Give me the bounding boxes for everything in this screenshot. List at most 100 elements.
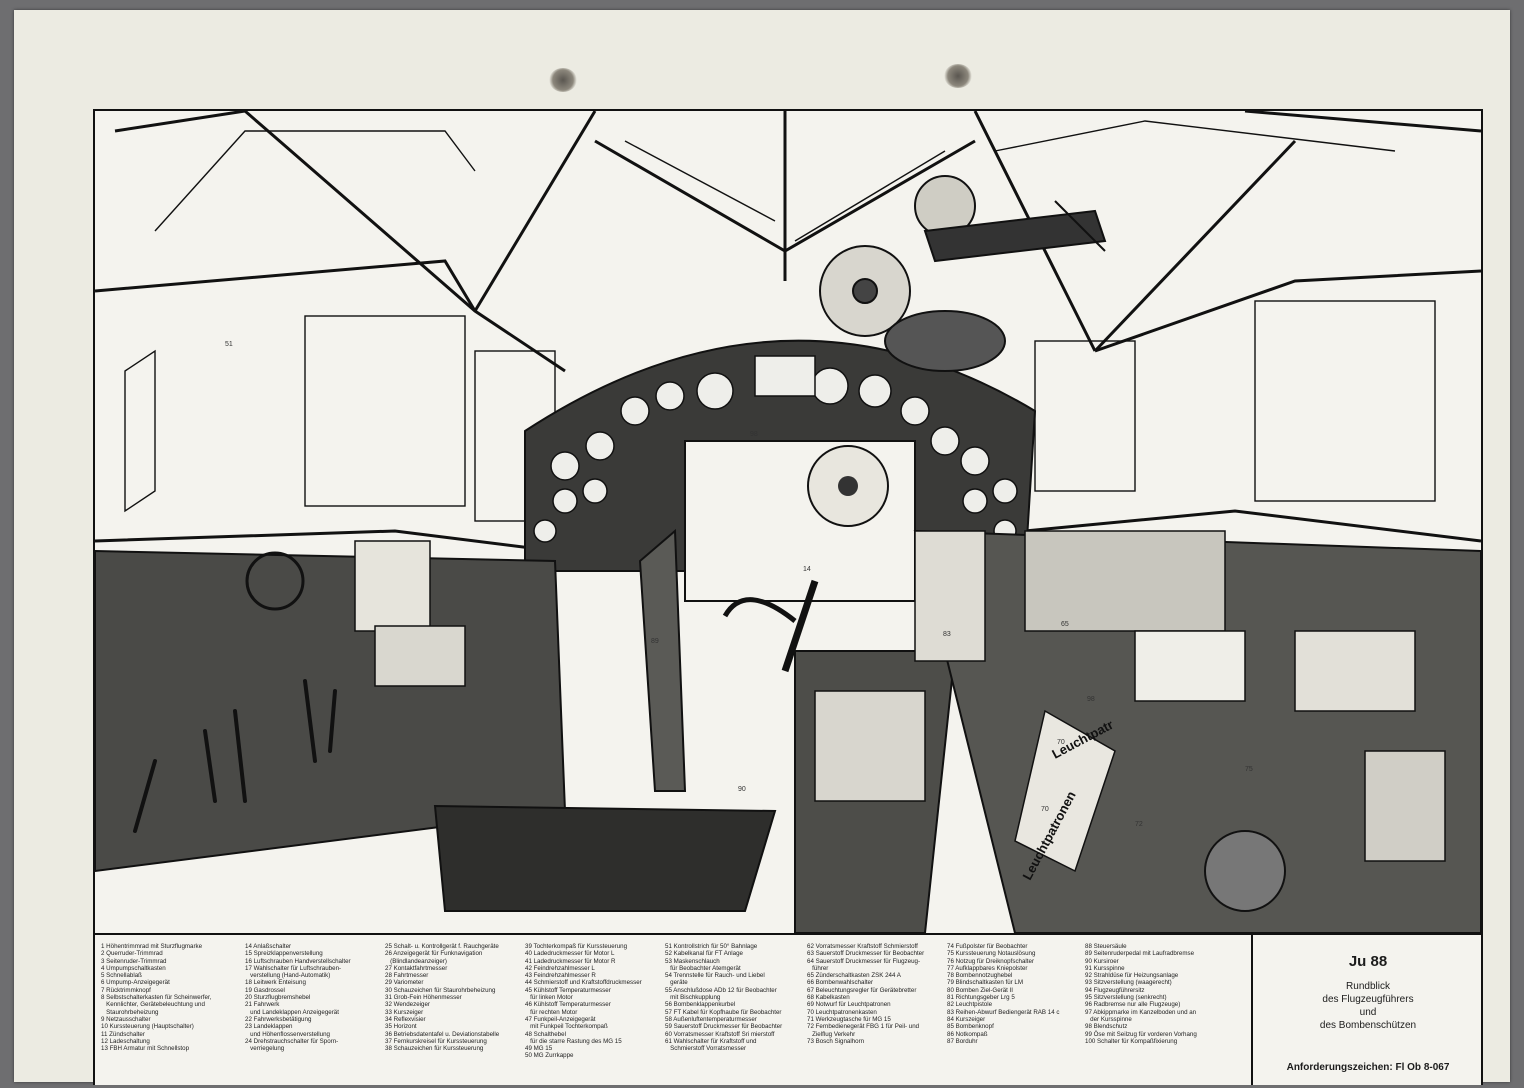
legend-item: 4 Umpumpschaltkasten <box>101 964 166 972</box>
legend-item: 21 Fahrwerk <box>245 1001 280 1009</box>
legend-item: 54 Trennstelle für Rauch- und Liebel <box>665 972 765 980</box>
legend-item: 11 Zündschalter <box>101 1030 145 1038</box>
label-70b: 70 <box>1041 806 1049 813</box>
legend-item: 81 Richtungsgeber Lrg 5 <box>947 994 1015 1002</box>
legend-item: 47 Funkpeil-Anzeigegerät <box>525 1015 596 1023</box>
legend-item: 28 Fahrtmesser <box>385 972 429 980</box>
label-65: 65 <box>1061 621 1069 628</box>
legend-item: 72 Fernbedienegerät FBG 1 für Peil- und <box>807 1023 920 1031</box>
legend-item: 71 Werkzeugtasche für MG 15 <box>807 1015 891 1023</box>
legend-item: verstellung (Hand-Automatik) <box>245 972 331 980</box>
legend-item: 15 Spreizklappenverstellung <box>245 950 323 958</box>
legend-item: für die starre Rastung des MG 15 <box>525 1037 622 1045</box>
label-98b: 98 <box>1087 696 1095 703</box>
legend-item: 45 Kühlstoff Temperaturmesser <box>525 986 611 994</box>
drawing-frame: 51 98 14 89 83 65 98 70 Leuchtpatr 70 Le… <box>93 109 1483 1085</box>
legend-item: verriegelung <box>245 1045 285 1053</box>
legend-item: für Beobachter Atemgerät <box>665 964 741 972</box>
legend-item: für rechten Motor <box>525 1008 578 1016</box>
legend-item: 40 Ladedruckmesser für Motor L <box>525 950 615 958</box>
legend-item: 16 Luftschrauben Handverstellschalter <box>245 957 351 965</box>
subtitle-line: Rundblick <box>1346 981 1390 992</box>
subtitle-line: und <box>1359 1007 1377 1018</box>
legend-item: 90 Kursiroer <box>1085 957 1119 965</box>
subtitle-line: des Bombenschützen <box>1319 1020 1417 1031</box>
legend-item: 42 Feindrehzahlmesser L <box>525 964 595 972</box>
legend-item: 95 Sitzverstellung (senkrecht) <box>1085 994 1167 1002</box>
legend-item: 80 Bomben Ziel-Gerät II <box>947 986 1014 994</box>
legend-item: Kennlichter, Gerätebeleuchtung und <box>101 1001 205 1009</box>
legend-item: 99 Öse mit Seilzug für vorderen Vorhang <box>1085 1030 1197 1038</box>
legend-column-6: 62 Vorratsmesser Kraftstoff Schmierstoff… <box>807 943 943 1045</box>
legend-item: 13 FBH Armatur mit Schnellstop <box>101 1045 190 1053</box>
legend-item: 6 Umpump-Anzeigegerät <box>101 979 170 987</box>
legend-item: 36 Betriebsdatentafel u. Deviationstabel… <box>385 1030 500 1038</box>
legend-item: 87 Borduhr <box>947 1037 978 1045</box>
legend-item: 3 Seitenruder-Trimmrad <box>101 957 167 965</box>
legend-item: mit Funkpeil Tochterkompaß <box>525 1023 608 1031</box>
legend-item: 43 Feindrehzahlmesser R <box>525 972 596 980</box>
cockpit-illustration: 51 98 14 89 83 65 98 70 Leuchtpatr 70 Le… <box>95 111 1481 933</box>
legend-item: 89 Seitenruderpedal mit Laufradbremse <box>1085 950 1195 958</box>
legend-item: 96 Radbremse nur alle Flugzeuge) <box>1085 1001 1181 1009</box>
legend-item: 76 Notzug für Dreiknopfschalter <box>947 957 1035 965</box>
legend-item: 91 Kursspinne <box>1085 964 1125 972</box>
order-code: Anforderungszeichen: Fl Ob 8-067 <box>1286 1062 1450 1073</box>
legend-item: 93 Sitzverstellung (waagerecht) <box>1085 979 1172 987</box>
legend-item: 35 Horizont <box>385 1023 417 1031</box>
legend-item: 50 MG Zurrkappe <box>525 1052 574 1060</box>
label-98: 98 <box>750 431 758 438</box>
legend-item: 84 Kurszeiger <box>947 1015 986 1023</box>
tape-mark <box>549 68 577 92</box>
legend-item: 30 Schauzeichen für Staurohrbeheizung <box>385 986 496 994</box>
document-title: Ju 88 <box>1348 953 1388 970</box>
document-subtitle: Rundblick des Flugzeugführers und des Bo… <box>1253 980 1483 1032</box>
label-51: 51 <box>225 341 233 348</box>
legend-item: 51 Kontrollstrich für 50° Bahnlage <box>665 943 758 950</box>
legend-item: 58 Außenluftentemperaturmesser <box>665 1015 757 1023</box>
legend-item: 86 Notkompaß <box>947 1030 988 1038</box>
legend-item: 48 Schalthebel <box>525 1030 566 1038</box>
legend-item: 26 Anzeigegerät für Funknavigation <box>385 950 483 958</box>
legend-item: 74 Fußpolster für Beobachter <box>947 943 1028 950</box>
legend-item: 14 Anlaßschalter <box>245 943 292 950</box>
legend-item: 32 Wendezeiger <box>385 1001 430 1009</box>
legend-item: 94 Flugzeugführersitz <box>1085 986 1145 994</box>
legend-item: 12 Ladeschaltung <box>101 1037 150 1045</box>
legend-item: und Landeklappen Anzeigegerät <box>245 1008 339 1016</box>
legend-item: 46 Kühlstoff Temperaturmesser <box>525 1001 611 1009</box>
legend-item: 22 Fahrwerksbetätigung <box>245 1015 312 1023</box>
legend-item: geräte <box>665 979 688 987</box>
legend-item: 68 Kabelkasten <box>807 994 850 1002</box>
legend-item: 69 Notwurf für Leuchtpatronen <box>807 1001 891 1009</box>
legend-item: 61 Wahlschalter für Kraftstoff und <box>665 1037 757 1045</box>
label-70: 70 <box>1057 739 1065 746</box>
subtitle-line: des Flugzeugführers <box>1322 994 1414 1005</box>
legend-item: 27 Kontaktfahrtmesser <box>385 964 448 972</box>
legend-item: 23 Landeklappen <box>245 1023 293 1031</box>
legend-item: 39 Tochterkompaß für Kurssteuerung <box>525 943 628 950</box>
legend-item: 52 Kabelkanal für FT Anlage <box>665 950 743 958</box>
tape-mark <box>944 64 972 88</box>
legend-item: 34 Reflexvisier <box>385 1015 426 1023</box>
label-89: 89 <box>651 638 659 645</box>
legend-item: 44 Schmierstoff und Kraftstoffdruckmesse… <box>525 979 642 987</box>
legend-item: 73 Bosch Signalhorn <box>807 1037 865 1045</box>
legend-item: Zielflug Verkehr <box>807 1030 856 1038</box>
label-90: 90 <box>738 786 746 793</box>
legend-item: der Kursspinne <box>1085 1015 1132 1023</box>
legend-item: 20 Sturzflugbremshebel <box>245 994 311 1002</box>
legend-item: 18 Leitwerk Enteisung <box>245 979 306 987</box>
print-sheet: 51 98 14 89 83 65 98 70 Leuchtpatr 70 Le… <box>14 10 1510 1085</box>
legend-item: 1 Höhentrimmrad mit Sturzflugmarke <box>101 943 203 950</box>
legend-item: 7 Rücktrimmknopf <box>101 986 151 994</box>
legend-item: 24 Drehstrauchschalter für Sporn- <box>245 1037 339 1045</box>
legend-item: 100 Schalter für Kompaßfixierung <box>1085 1037 1178 1045</box>
legend-item: 79 Blindschaltkasten für LM <box>947 979 1024 987</box>
